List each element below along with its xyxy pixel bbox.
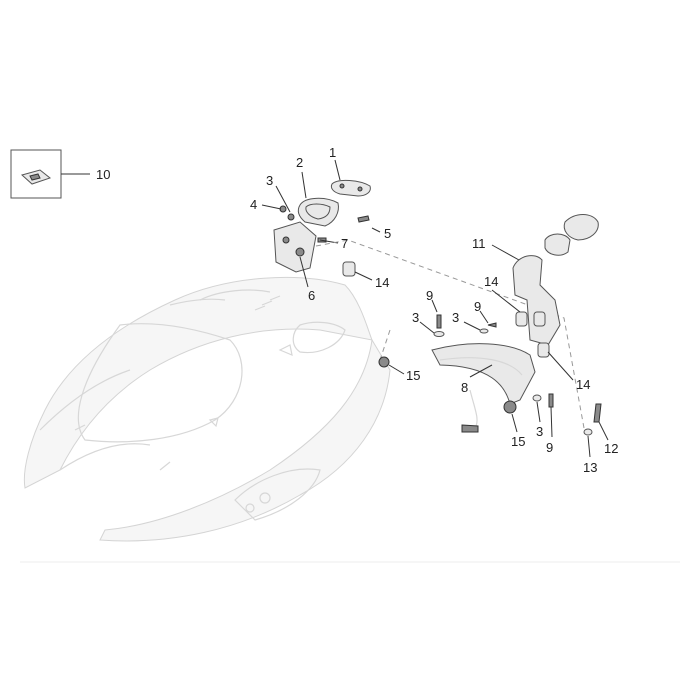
callout-4: 4 bbox=[250, 197, 257, 212]
clip-part-box bbox=[10, 149, 90, 199]
rear-bracket bbox=[491, 214, 599, 381]
callout-2: 2 bbox=[296, 155, 303, 170]
callout-15: 15 bbox=[511, 434, 525, 449]
plate-light-assembly bbox=[297, 159, 371, 227]
callout-14: 14 bbox=[375, 275, 389, 290]
arched-bracket bbox=[431, 343, 536, 433]
callout-13: 13 bbox=[583, 460, 597, 475]
light-bracket bbox=[261, 185, 585, 429]
callout-labels: 10 1 2 3 4 5 7 6 14 11 14 9 9 3 3 15 8 1… bbox=[96, 145, 618, 475]
callout-3: 3 bbox=[452, 310, 459, 325]
callout-3: 3 bbox=[536, 424, 543, 439]
fasteners bbox=[378, 299, 609, 458]
callout-12: 12 bbox=[604, 441, 618, 456]
callout-9: 9 bbox=[474, 299, 481, 314]
callout-11: 11 bbox=[472, 236, 486, 251]
callout-9: 9 bbox=[546, 440, 553, 455]
callout-7: 7 bbox=[341, 236, 348, 251]
callout-14: 14 bbox=[576, 377, 590, 392]
callout-3: 3 bbox=[412, 310, 419, 325]
callout-6: 6 bbox=[308, 288, 315, 303]
spacer-left bbox=[342, 261, 373, 281]
callout-8: 8 bbox=[461, 380, 468, 395]
callout-3: 3 bbox=[266, 173, 273, 188]
callout-5: 5 bbox=[384, 226, 391, 241]
callout-15: 15 bbox=[406, 368, 420, 383]
callout-9: 9 bbox=[426, 288, 433, 303]
rear-body-panel bbox=[23, 276, 391, 542]
callout-10: 10 bbox=[96, 167, 110, 182]
callout-1: 1 bbox=[329, 145, 336, 160]
callout-14: 14 bbox=[484, 274, 498, 289]
